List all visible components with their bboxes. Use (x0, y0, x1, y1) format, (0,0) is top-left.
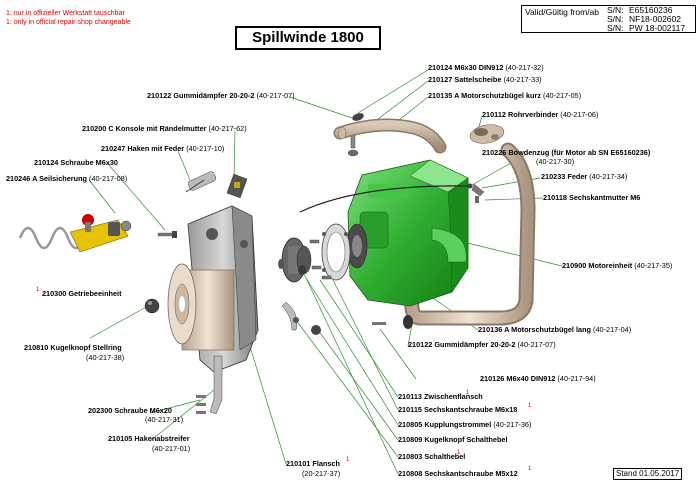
part-label: 210124 Schraube M6x30 (34, 158, 118, 167)
part-label: 210105 Hakenabstreifer (108, 434, 190, 443)
ball-knob-ring (144, 298, 160, 314)
part-label: 210127 Sattelscheibe (40-217-33) (428, 75, 542, 84)
part-label: 210136 A Motorschutzbügel lang (40-217-0… (478, 325, 632, 334)
part-label: 210233 Feder (40-217-34) (541, 172, 628, 181)
part-label: 210300 Getriebeeinheit (42, 289, 122, 298)
stand-date: Stand 01.05.2017 (613, 468, 683, 480)
part-label: (40-217-38) (86, 353, 125, 362)
cable-safety (18, 214, 132, 253)
winch-drum (167, 263, 235, 351)
part-label: 210135 A Motorschutzbügel kurz (40-217-0… (428, 91, 582, 100)
part-label: 210101 Flansch (286, 459, 340, 468)
diagram-title: Spillwinde 1800 (235, 26, 381, 50)
clutch-drum (278, 237, 312, 283)
serial-values: E65160236 NF18-002602 PW 18-002117 (629, 6, 685, 33)
motor-guard-short (333, 118, 447, 154)
footnote-marker: 1 (528, 466, 532, 472)
shift-lever (281, 301, 321, 335)
part-label: 202300 Schraube M6x20 (88, 406, 172, 415)
sn-label-3: S/N: (607, 23, 624, 33)
motor-guard-long (404, 142, 536, 326)
bowden-cable (299, 183, 485, 213)
part-label: 210113 Zwischenflansch (398, 392, 483, 401)
part-label: 210122 Gummidämpfer 20-20-2 (40-217-07) (147, 91, 295, 100)
serial-value-1: E65160236 (629, 5, 673, 15)
serial-value-2: NF18-002602 (629, 14, 681, 24)
part-label: 210246 A Seilsicherung (40-217-08) (6, 174, 128, 183)
part-label: 210115 Sechskantschraube M6x18 (398, 405, 518, 414)
rubber-dampers (372, 315, 413, 329)
hook-with-spring (185, 171, 217, 193)
serial-value-3: PW 18-002117 (629, 23, 686, 33)
motor-unit (346, 159, 469, 307)
part-label: 210200 C Konsole mit Rändelmutter (40-21… (82, 124, 247, 133)
footnote-marker: 1 (457, 450, 461, 456)
part-label: 210809 Kugelknopf Schalthebel (398, 435, 508, 444)
part-label: 210226 Bowdenzug (für Motor ab SN E65160… (482, 148, 651, 157)
part-label: 210122 Gummidämpfer 20-20-2 (40-217-07) (408, 340, 556, 349)
serial-labels: S/N: S/N: S/N: (607, 6, 624, 33)
footnote-marker: 1 (466, 390, 470, 396)
sn-label-2: S/N: (607, 14, 624, 24)
part-label: 210803 Schalthebel (398, 452, 466, 461)
part-label: (40-217-30) (536, 157, 575, 166)
console-knurled-nut (226, 173, 248, 199)
small-screws (309, 239, 332, 280)
part-label: 210810 Kugelknopf Stellring (24, 343, 122, 352)
part-label: 210247 Haken mit Feder (40-217-10) (101, 144, 225, 153)
part-label: 210124 M6x30 DIN912 (40-217-32) (428, 63, 544, 72)
part-label: 210900 Motoreinheit (40-217-35) (562, 261, 673, 270)
intermediate-flange (321, 223, 351, 281)
part-label: 210126 M6x40 DIN912 (40-217-94) (480, 374, 596, 383)
part-label: (40-217-01) (152, 444, 191, 453)
screw-m6x30 (157, 231, 177, 238)
footnote-marker: 1 (528, 403, 532, 409)
validity-box: Valid/Gültig from/ab S/N: S/N: S/N: E651… (521, 5, 696, 33)
part-label: (20-217-37) (302, 469, 341, 478)
sn-label-1: S/N: (607, 5, 624, 15)
validity-label: Valid/Gültig from/ab (525, 7, 600, 17)
footnote-marker: 1 (346, 457, 350, 463)
hook-stripper (196, 355, 223, 415)
part-label: 210808 Sechskantschraube M5x12 (398, 469, 518, 478)
note-workshop-de: 1: nur in offizieller Werkstatt tauschba… (6, 10, 125, 17)
part-label: 210805 Kupplungstrommel (40-217-36) (398, 420, 532, 429)
tube-connector (469, 124, 505, 144)
part-label: 210118 Sechskantmutter M6 (543, 193, 641, 202)
footnote-marker: 1 (36, 287, 40, 293)
part-label: 210112 Rohrverbinder (40-217-06) (482, 110, 599, 119)
note-workshop-en: 1: only in official repair shop changeab… (6, 19, 131, 26)
part-label: (40-217-31) (145, 415, 184, 424)
